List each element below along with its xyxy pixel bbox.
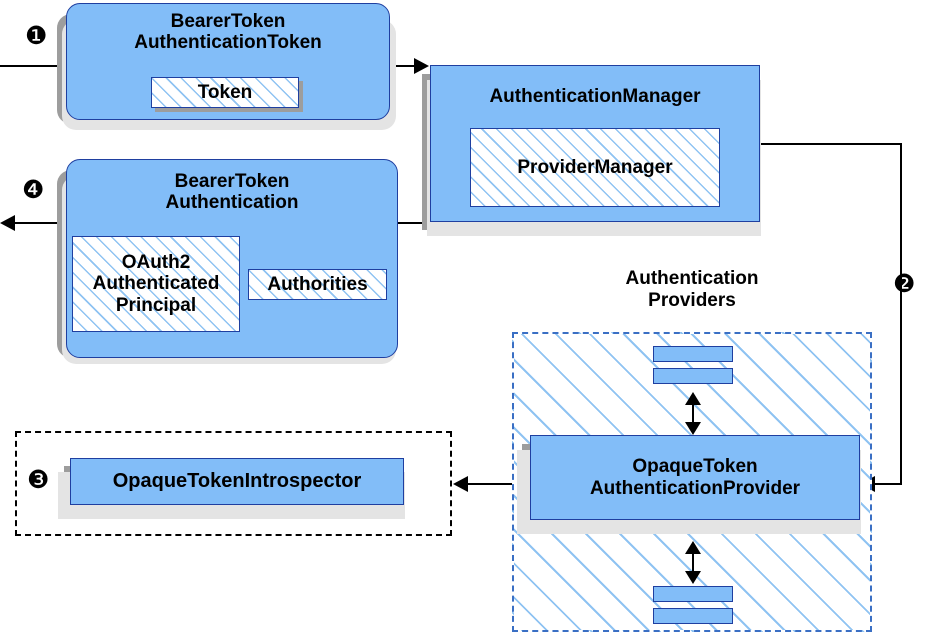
group-opaque-token-introspector	[15, 431, 452, 536]
connector-manager-to-authentication	[398, 222, 432, 224]
arrowhead-token-to-manager	[414, 58, 429, 74]
inner-box-authorities[interactable]: Authorities	[248, 269, 387, 300]
step-badge-3: ❸	[27, 466, 50, 494]
provider-stack-bar-bottom-1	[653, 586, 733, 602]
step-badge-4: ❹	[22, 176, 45, 204]
bearer-token-authentication-label-line1: BearerToken	[174, 171, 290, 192]
opaque-token-introspector-label: OpaqueTokenIntrospector	[112, 470, 362, 493]
bearer-token-authentication-token-label-line2: AuthenticationToken	[134, 32, 322, 54]
connector-response-out	[10, 222, 76, 224]
node-opaque-token-introspector[interactable]: OpaqueTokenIntrospector	[70, 458, 404, 505]
inner-box-oauth2-authenticated-principal[interactable]: OAuth2 Authenticated Principal	[72, 236, 240, 332]
authentication-providers-label-line1: Authentication	[625, 268, 759, 289]
bearer-token-authentication-label-line2: Authentication	[165, 192, 299, 214]
principal-label-line1: OAuth2	[121, 252, 191, 274]
connector-manager-to-provider-top	[759, 143, 902, 145]
connector-provider-to-introspector	[466, 483, 530, 485]
connector-stack-top-to-provider	[692, 398, 694, 430]
connector-provider-to-stack-bottom	[692, 547, 694, 579]
group-label-authentication-providers: Authentication Providers	[592, 268, 792, 311]
bearer-token-authentication-token-label-line1: BearerToken	[170, 11, 286, 32]
arrowhead-response-out	[0, 215, 15, 231]
arrowhead-to-introspector	[453, 476, 468, 492]
provider-manager-label: ProviderManager	[517, 156, 673, 178]
authorities-label: Authorities	[267, 273, 368, 295]
arrowhead-stack-top-down	[685, 422, 701, 435]
inner-box-provider-manager[interactable]: ProviderManager	[470, 128, 720, 207]
token-label: Token	[197, 81, 253, 103]
node-opaque-token-authentication-provider[interactable]: OpaqueToken AuthenticationProvider	[530, 435, 860, 520]
opaque-token-authentication-provider-label-line2: AuthenticationProvider	[589, 477, 801, 499]
provider-stack-bar-bottom-2	[653, 608, 733, 624]
connector-token-to-manager	[389, 65, 419, 67]
provider-stack-bar-top-2	[653, 368, 733, 384]
principal-label-line3: Principal	[115, 294, 197, 316]
authentication-manager-label: AuthenticationManager	[489, 86, 701, 107]
provider-stack-bar-top-1	[653, 346, 733, 362]
authentication-providers-label-line2: Providers	[648, 289, 736, 311]
step-badge-1: ❶	[25, 22, 48, 50]
connector-manager-to-provider-bottom	[872, 483, 902, 485]
arrowhead-stack-top-up	[685, 392, 701, 405]
inner-box-token[interactable]: Token	[151, 77, 299, 108]
connector-request-in	[0, 65, 70, 67]
step-badge-2: ❷	[893, 270, 916, 298]
arrowhead-stack-bottom-down	[685, 571, 701, 584]
connector-manager-to-provider-vertical	[900, 143, 902, 484]
arrowhead-stack-bottom-up	[685, 541, 701, 554]
opaque-token-authentication-provider-label-line1: OpaqueToken	[632, 456, 758, 478]
principal-label-line2: Authenticated	[92, 273, 220, 295]
